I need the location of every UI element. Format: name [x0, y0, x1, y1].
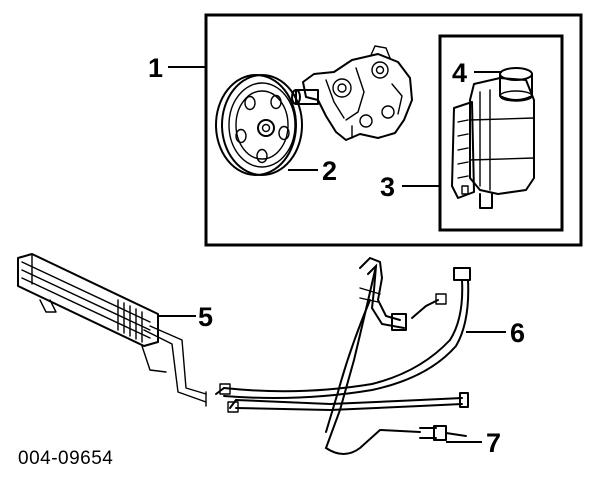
reservoir-subframe	[438, 34, 564, 232]
power-steering-pump	[291, 45, 413, 141]
pump-pulley	[215, 74, 303, 176]
pressure-hose-assembly	[215, 256, 471, 455]
steering-cooler	[17, 253, 207, 407]
callout-1: 1	[148, 53, 163, 83]
callout-5: 5	[198, 302, 213, 332]
callout-4: 4	[452, 58, 467, 88]
callout-6: 6	[510, 318, 525, 348]
diagram-part-number: 004-09654	[18, 448, 113, 469]
callout-3: 3	[380, 172, 395, 202]
fluid-reservoir	[451, 67, 535, 209]
reservoir-cap	[499, 67, 533, 102]
callout-7: 7	[486, 428, 501, 458]
callout-2: 2	[322, 156, 337, 186]
pump-assembly-frame	[204, 13, 583, 247]
